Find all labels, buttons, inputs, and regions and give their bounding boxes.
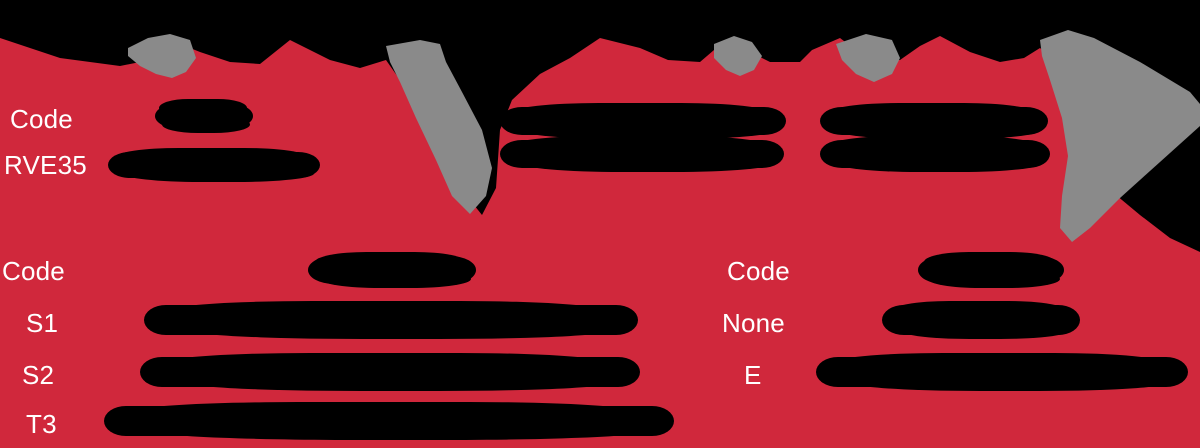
redacted-text-upper-right-0 <box>820 103 1048 139</box>
field-label-upper-left-0: Code <box>10 104 73 134</box>
redacted-text-upper-middle-1 <box>500 136 784 172</box>
gray-shape-3 <box>836 34 900 82</box>
redacted-text-lower-right-2 <box>816 353 1188 391</box>
redacted-text-lower-left-3 <box>104 402 674 440</box>
redacted-text-lower-left-1 <box>144 301 638 339</box>
field-label-lower-left-3: T3 <box>26 409 57 439</box>
redacted-text-upper-left-1 <box>108 148 320 182</box>
redacted-text-lower-right-0 <box>918 252 1064 288</box>
redacted-text-upper-left-0 <box>155 99 253 133</box>
field-label-lower-right-2: E <box>744 360 762 390</box>
gray-region-shapes <box>128 30 1200 242</box>
redacted-text-lower-right-1 <box>882 301 1080 339</box>
redacted-text-lower-left-2 <box>140 353 640 391</box>
gray-shape-4 <box>1040 30 1200 242</box>
redacted-text-upper-right-1 <box>820 136 1050 172</box>
field-label-lower-right-0: Code <box>727 256 790 286</box>
field-label-lower-left-1: S1 <box>26 308 59 338</box>
field-label-lower-left-2: S2 <box>22 360 55 390</box>
gray-shape-0 <box>128 34 196 78</box>
gray-shape-2 <box>714 36 762 76</box>
redacted-text-lower-left-0 <box>308 252 476 288</box>
field-label-upper-left-1: RVE35 <box>4 150 87 180</box>
gray-shape-1 <box>386 40 492 214</box>
redacted-text-upper-middle-0 <box>500 103 786 139</box>
field-label-lower-right-1: None <box>722 308 785 338</box>
field-label-lower-left-0: Code <box>2 256 65 286</box>
